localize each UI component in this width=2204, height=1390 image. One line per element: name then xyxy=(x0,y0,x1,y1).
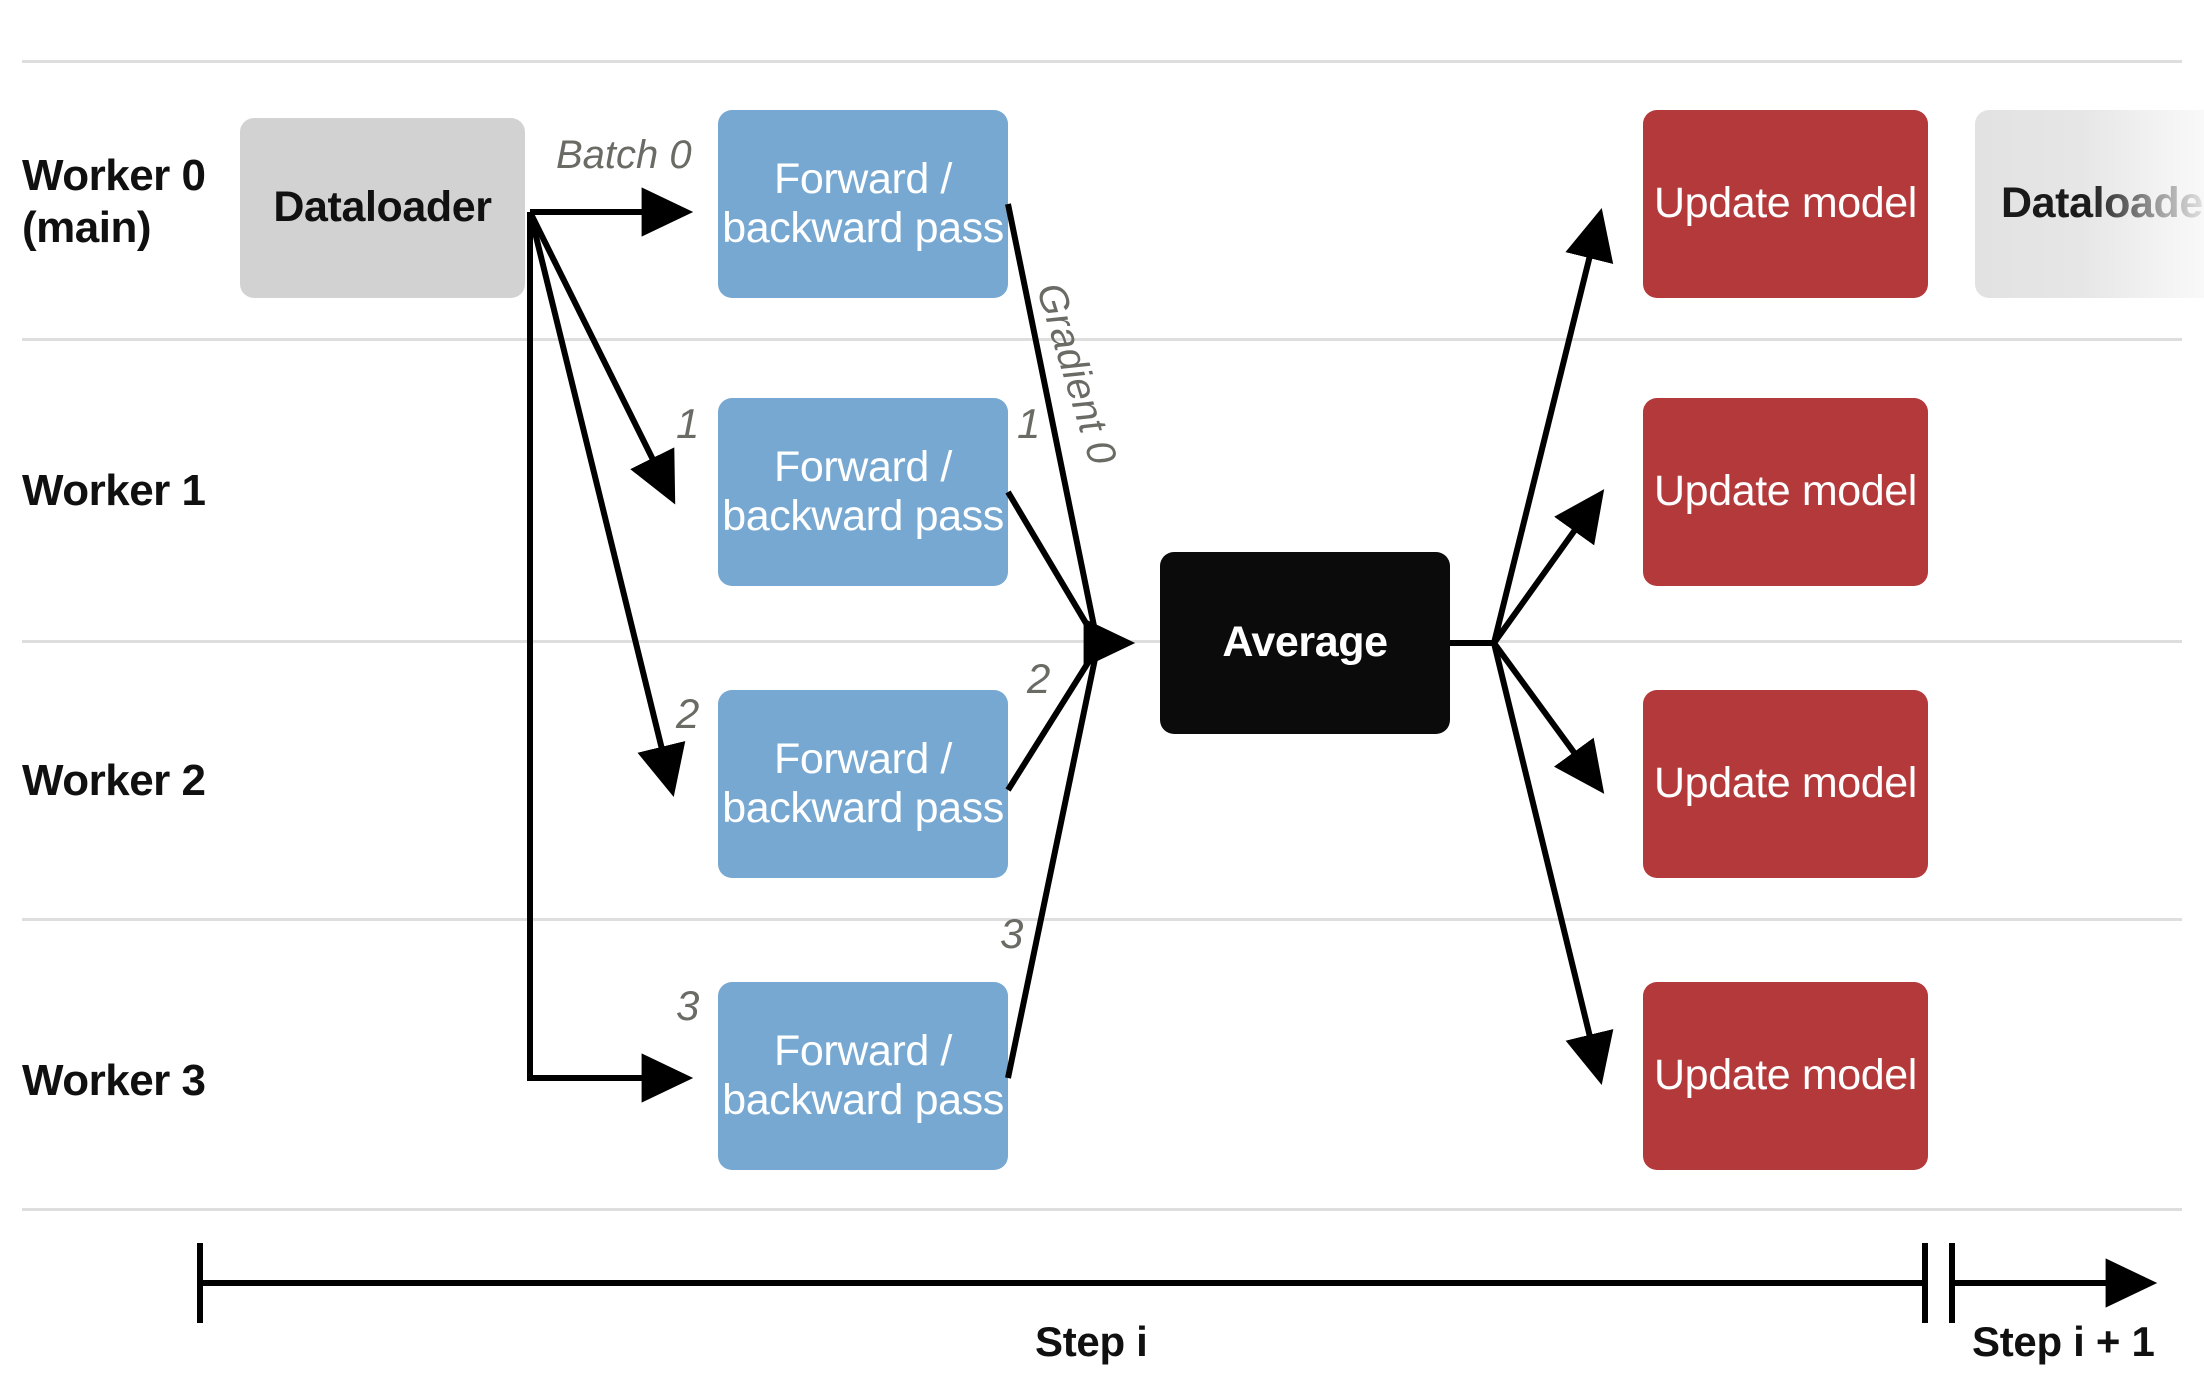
timeline-label-step-i: Step i xyxy=(1035,1318,1148,1365)
row-separator-3 xyxy=(22,918,2182,921)
node-forward-backward-worker1[interactable]: Forward / backward pass xyxy=(718,398,1008,586)
edge-update3 xyxy=(1491,642,1614,1085)
row-separator-4 xyxy=(22,1208,2182,1211)
edge-label-grad3: 3 xyxy=(1000,910,1024,957)
node-average[interactable]: Average xyxy=(1160,552,1450,734)
row-separator-top xyxy=(22,60,2182,63)
node-dataloader-next[interactable]: Dataloader xyxy=(1975,110,2204,298)
timeline-label-step-i-plus-1: Step i + 1 xyxy=(1972,1318,2155,1365)
node-dataloader[interactable]: Dataloader xyxy=(240,118,525,298)
node-update-model-worker3[interactable]: Update model xyxy=(1643,982,1928,1170)
node-dataloader-next-label: Dataloader xyxy=(2001,179,2204,228)
edge-label-batch3: 3 xyxy=(676,982,700,1029)
edge-batch1 xyxy=(527,210,676,505)
row-label-worker3: Worker 3 xyxy=(22,1056,206,1105)
row-separator-2 xyxy=(22,640,2182,643)
edge-gradient3 xyxy=(1005,653,1099,1079)
edge-label-gradient0: Gradient 0 xyxy=(1027,278,1125,470)
timeline-axis xyxy=(197,1243,2158,1323)
node-update-model-worker2[interactable]: Update model xyxy=(1643,690,1928,878)
edge-update0 xyxy=(1491,208,1614,644)
node-update-model-worker0[interactable]: Update model xyxy=(1643,110,1928,298)
edge-gradient1 xyxy=(1005,490,1099,642)
edge-update2 xyxy=(1491,641,1605,794)
edge-gradient2 xyxy=(1005,648,1099,792)
edge-label-batch2: 2 xyxy=(676,690,700,737)
edge-label-batch1: 1 xyxy=(676,400,700,447)
row-label-worker0: Worker 0 (main) xyxy=(22,151,206,252)
edge-update1 xyxy=(1491,489,1605,645)
row-separator-1 xyxy=(22,338,2182,341)
node-forward-backward-worker0[interactable]: Forward / backward pass xyxy=(718,110,1008,298)
node-forward-backward-worker3[interactable]: Forward / backward pass xyxy=(718,982,1008,1170)
edge-label-batch0: Batch 0 xyxy=(556,133,692,177)
node-update-model-worker1[interactable]: Update model xyxy=(1643,398,1928,586)
node-forward-backward-worker2[interactable]: Forward / backward pass xyxy=(718,690,1008,878)
row-label-worker2: Worker 2 xyxy=(22,756,206,805)
row-label-worker1: Worker 1 xyxy=(22,466,206,515)
edge-batch3 xyxy=(527,212,694,1103)
edge-batch2 xyxy=(527,211,686,797)
edge-label-grad1: 1 xyxy=(1017,400,1041,447)
edge-label-grad2: 2 xyxy=(1027,655,1051,702)
